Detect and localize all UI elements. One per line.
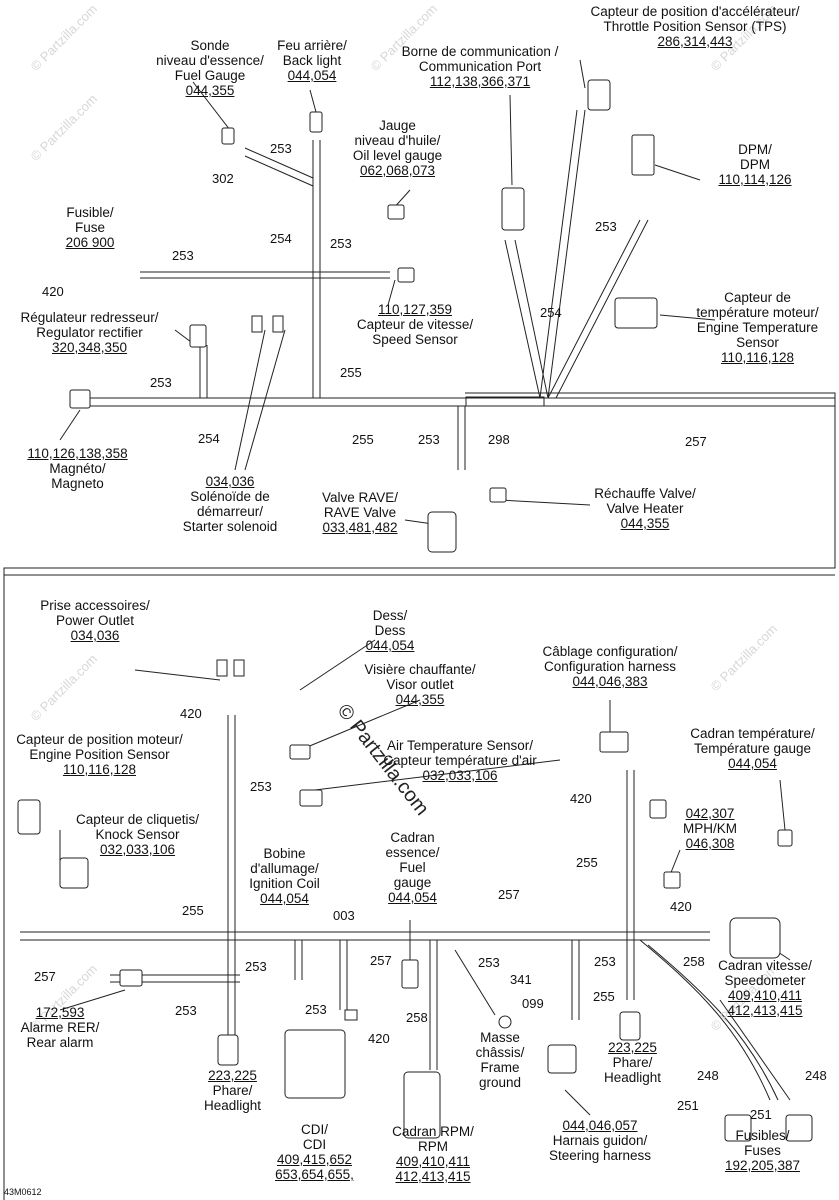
callout: 257 — [685, 434, 707, 449]
callout: 255 — [352, 432, 374, 447]
label-eps: Capteur de position moteur/Engine Positi… — [16, 732, 183, 777]
label-regulator: Régulateur redresseur/Regulator rectifie… — [20, 310, 159, 355]
callout: 254 — [270, 231, 292, 246]
callout: 253 — [175, 1003, 197, 1018]
callout: 253 — [245, 959, 267, 974]
figure-code: 43M0612 — [4, 1187, 42, 1197]
callout: 254 — [198, 431, 220, 446]
callout: 248 — [697, 1068, 719, 1083]
callout: 258 — [406, 1010, 428, 1025]
callout: 258 — [683, 954, 705, 969]
callout: 420 — [42, 284, 64, 299]
callout: 420 — [368, 1031, 390, 1046]
callout: 341 — [510, 972, 532, 987]
callout: 253 — [595, 219, 617, 234]
label-config: Câblage configuration/Configuration harn… — [542, 644, 678, 689]
callout: 099 — [522, 996, 544, 1011]
tps-connector-shape — [587, 79, 611, 111]
callout: 253 — [330, 236, 352, 251]
callout: 302 — [212, 171, 234, 186]
callout: 257 — [34, 969, 56, 984]
callout: 420 — [670, 899, 692, 914]
callout: 257 — [498, 887, 520, 902]
callout: 420 — [570, 791, 592, 806]
callout: 257 — [370, 953, 392, 968]
callout: 253 — [172, 248, 194, 263]
callout: 420 — [180, 706, 202, 721]
callout: 254 — [540, 305, 562, 320]
callout: 255 — [182, 903, 204, 918]
callout: 253 — [418, 432, 440, 447]
callout: 251 — [677, 1098, 699, 1113]
label-tps: Capteur de position d'accélérateur/Throt… — [590, 4, 800, 49]
callout: 248 — [805, 1068, 827, 1083]
callout: 253 — [594, 954, 616, 969]
callout: 255 — [593, 989, 615, 1004]
callout: 253 — [270, 141, 292, 156]
callout: 255 — [576, 855, 598, 870]
panel-divider-line — [3, 392, 836, 1200]
label-comm-port: Borne de communication /Communication Po… — [401, 44, 559, 89]
callout: 253 — [250, 779, 272, 794]
callout: 298 — [488, 432, 510, 447]
callout: 253 — [305, 1002, 327, 1017]
label-air-temp: Air Temperature Sensor/Capteur températu… — [383, 738, 537, 783]
callout: 253 — [150, 375, 172, 390]
callout: 255 — [340, 365, 362, 380]
callout: 003 — [333, 908, 355, 923]
callout: 253 — [478, 955, 500, 970]
callout: 251 — [750, 1107, 772, 1122]
